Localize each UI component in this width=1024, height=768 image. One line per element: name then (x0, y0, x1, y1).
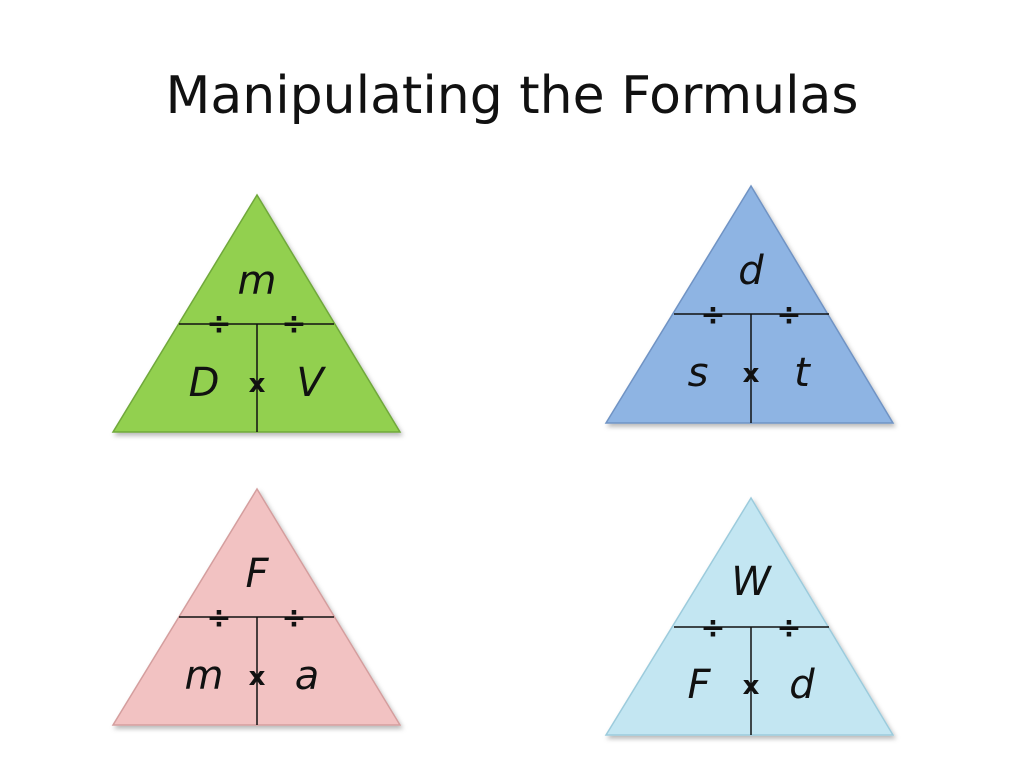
triangle-bottom-left-variable: D (189, 360, 220, 406)
divide-symbol-right: ÷ (281, 601, 306, 636)
divide-symbol-left: ÷ (206, 307, 231, 342)
triangle-bottom-left-variable: s (688, 350, 709, 396)
triangle-shape (604, 184, 895, 424)
triangle-top-variable: F (245, 551, 269, 597)
multiply-symbol: x (249, 662, 266, 692)
triangle-force: F ÷ ÷ m x a (111, 487, 402, 726)
triangle-bottom-right-variable: t (794, 350, 811, 396)
divide-symbol-left: ÷ (700, 611, 725, 646)
divide-symbol-right: ÷ (281, 307, 306, 342)
multiply-symbol: x (743, 359, 760, 389)
divide-symbol-right: ÷ (776, 611, 801, 646)
triangle-bottom-right-variable: d (789, 662, 815, 708)
triangle-speed: d ÷ ÷ s x t (604, 184, 895, 424)
triangle-bottom-left-variable: m (185, 653, 224, 699)
triangle-bottom-right-variable: a (295, 653, 320, 699)
multiply-symbol: x (743, 671, 760, 701)
divide-symbol-right: ÷ (776, 298, 801, 333)
triangle-work: W ÷ ÷ F x d (604, 496, 895, 736)
triangle-top-variable: m (238, 258, 277, 304)
triangle-bottom-left-variable: F (687, 662, 711, 708)
slide-title: Manipulating the Formulas (165, 66, 859, 126)
triangle-shape (604, 496, 895, 736)
triangle-density: m ÷ ÷ D x V (111, 193, 402, 433)
triangle-bottom-right-variable: V (296, 360, 326, 406)
triangle-top-variable: W (731, 559, 772, 605)
divide-symbol-left: ÷ (206, 601, 231, 636)
divide-symbol-left: ÷ (700, 298, 725, 333)
triangle-top-variable: d (738, 248, 764, 294)
multiply-symbol: x (249, 369, 266, 399)
